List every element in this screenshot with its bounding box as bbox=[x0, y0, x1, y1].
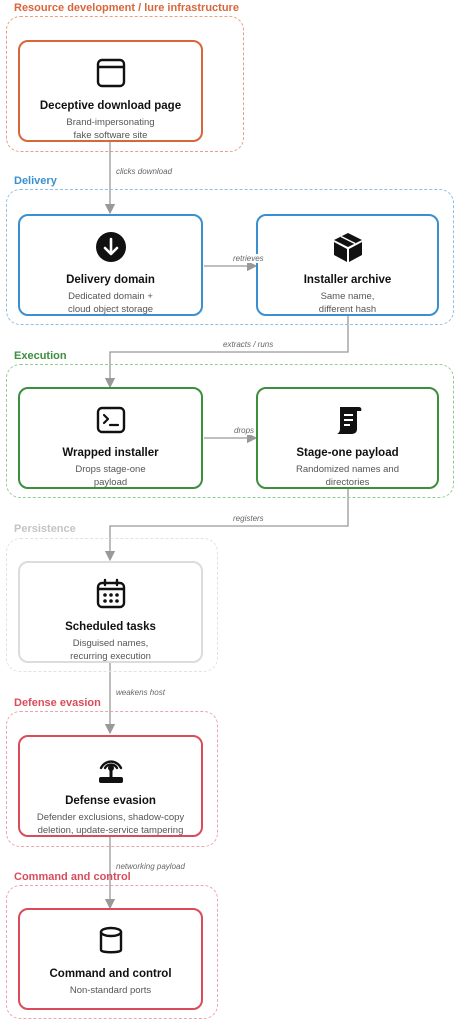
node-description: Non-standard ports bbox=[69, 985, 152, 996]
node-description: Defender exclusions, shadow-copy deletio… bbox=[36, 812, 185, 836]
group-label-delivery: Delivery bbox=[14, 175, 57, 187]
node-title: Deceptive download page bbox=[39, 100, 182, 112]
node-title: Installer archive bbox=[303, 274, 392, 286]
edge-label-extracts-runs: extracts / runs bbox=[222, 340, 275, 349]
group-label-persistence: Persistence bbox=[14, 523, 76, 535]
node-description: Dedicated domain + cloud object storage bbox=[67, 291, 154, 315]
node-title: Stage-one payload bbox=[296, 447, 399, 459]
group-label-execution: Execution bbox=[14, 350, 67, 362]
edge-registers bbox=[104, 488, 349, 562]
group-label-command-and-control: Command and control bbox=[14, 871, 131, 883]
broadcast-tower-icon bbox=[98, 760, 123, 783]
node-title: Delivery domain bbox=[66, 274, 155, 286]
browser-window-icon bbox=[96, 58, 125, 88]
edge-label-networking-payload: networking payload bbox=[115, 862, 186, 871]
node-scheduled-tasks[interactable]: Scheduled tasks Disguised names, recurri… bbox=[18, 561, 203, 663]
node-description: Brand-impersonating fake software site bbox=[66, 117, 155, 141]
node-title: Command and control bbox=[49, 968, 172, 980]
node-description: Disguised names, recurring execution bbox=[70, 638, 151, 662]
node-command-and-control[interactable]: Command and control Non-standard ports bbox=[18, 908, 203, 1010]
calendar-icon bbox=[96, 578, 125, 609]
edge-label-registers: registers bbox=[232, 514, 265, 523]
scroll-icon bbox=[336, 407, 361, 434]
group-delivery bbox=[6, 189, 454, 325]
node-description: Randomized names and directories bbox=[296, 464, 399, 488]
terminal-icon bbox=[96, 406, 125, 434]
download-circle-icon bbox=[95, 232, 126, 262]
node-title: Wrapped installer bbox=[62, 447, 159, 459]
group-label-resource-development: Resource development / lure infrastructu… bbox=[14, 2, 239, 14]
package-box-icon bbox=[333, 233, 362, 262]
database-icon bbox=[99, 926, 122, 954]
node-deceptive-download-page[interactable]: Deceptive download page Brand-impersonat… bbox=[18, 40, 203, 142]
node-delivery-domain[interactable]: Delivery domain Dedicated domain + cloud… bbox=[18, 214, 203, 316]
node-defense-evasion[interactable]: Defense evasion Defender exclusions, sha… bbox=[18, 735, 203, 837]
group-command-and-control bbox=[6, 885, 218, 1019]
edge-label-drops: drops bbox=[233, 426, 256, 435]
group-persistence bbox=[6, 538, 218, 672]
edge-extracts-runs bbox=[104, 316, 349, 389]
group-execution bbox=[6, 364, 454, 498]
edge-label-clicks-download: clicks download bbox=[115, 167, 174, 176]
node-description: Drops stage-one payload bbox=[75, 464, 146, 488]
edge-label-retrieves: retrieves bbox=[232, 254, 265, 263]
node-installer-archive[interactable]: Installer archive Same name, different h… bbox=[256, 214, 439, 316]
group-defense-evasion bbox=[6, 711, 218, 847]
edge-label-weakens-host: weakens host bbox=[115, 688, 166, 697]
group-resource-development bbox=[6, 16, 244, 152]
group-label-defense-evasion: Defense evasion bbox=[14, 697, 101, 709]
node-wrapped-installer[interactable]: Wrapped installer Drops stage-one payloa… bbox=[18, 387, 203, 489]
node-title: Defense evasion bbox=[65, 795, 156, 807]
node-description: Same name, different hash bbox=[318, 291, 377, 315]
node-stage-one-payload[interactable]: Stage-one payload Randomized names and d… bbox=[256, 387, 439, 489]
node-title: Scheduled tasks bbox=[65, 621, 156, 633]
